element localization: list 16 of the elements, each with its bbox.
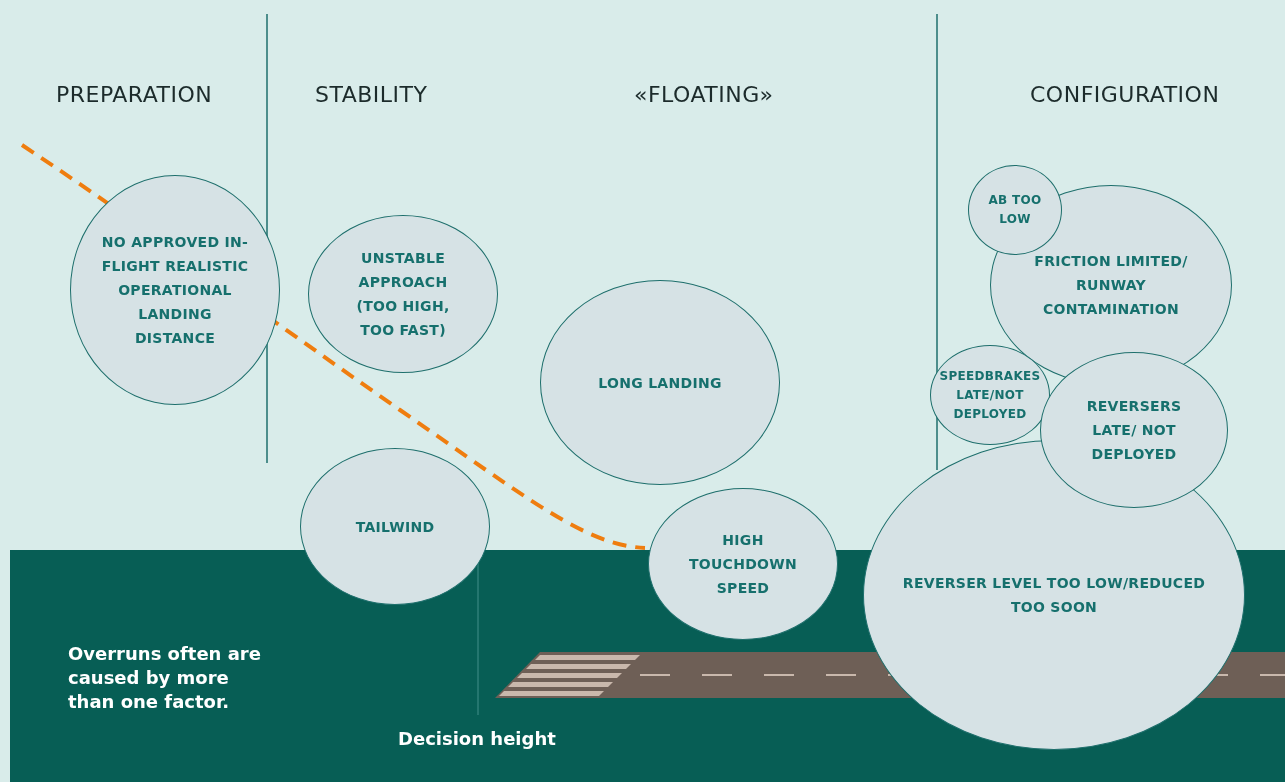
factor-label: HIGH TOUCHDOWN SPEED — [687, 531, 799, 598]
factor-label: UNSTABLE APPROACH (TOO HIGH, TOO FAST) — [355, 249, 451, 340]
factor-label: LONG LANDING — [598, 373, 722, 393]
factor-label: REVERSERS LATE/ NOT DEPLOYED — [1085, 397, 1183, 464]
factor-label: REVERSER LEVEL TOO LOW/REDUCED TOO SOON — [901, 574, 1207, 617]
factor-label: NO APPROVED IN-FLIGHT REALISTIC OPERATIONAL LANDING DISTANCE — [100, 233, 250, 348]
column-heading: «FLOATING» — [634, 82, 774, 107]
column-heading: PREPARATION — [56, 82, 213, 107]
factor-label: FRICTION LIMITED/ RUNWAY CONTAMINATION — [1033, 252, 1189, 319]
note-text: Overruns often are caused by more than one factor. — [68, 642, 262, 714]
factor-label: SPEEDBRAKES LATE/NOT DEPLOYED — [938, 367, 1042, 423]
factor-label: AB TOO LOW — [987, 192, 1043, 228]
column-heading: STABILITY — [315, 82, 428, 107]
factor-label: TAILWIND — [355, 517, 435, 537]
decision-height-label: Decision height — [398, 728, 556, 749]
column-heading: CONFIGURATION — [1030, 82, 1220, 107]
